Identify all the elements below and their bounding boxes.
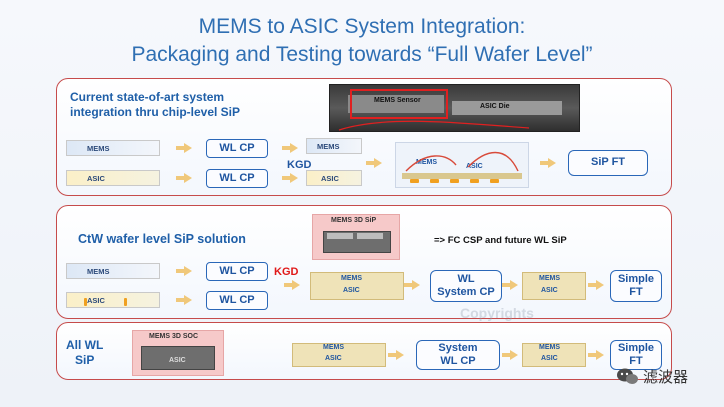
arrow-icon bbox=[404, 280, 420, 290]
arrow-icon bbox=[282, 143, 298, 153]
simple-ft-2-line1: Simple bbox=[617, 342, 655, 354]
simple-ft-button-2[interactable]: Simple FT bbox=[610, 340, 662, 370]
ctw-final-stack: MEMS ASIC bbox=[522, 272, 586, 300]
wl-cp-button-2[interactable]: WL CP bbox=[206, 169, 268, 188]
simple-ft-line2: FT bbox=[629, 286, 643, 298]
sip-ft-button[interactable]: SiP FT bbox=[568, 150, 648, 176]
slide-title-line1: MEMS to ASIC System Integration: bbox=[198, 15, 526, 38]
mems-wafer-chip: MEMS bbox=[66, 263, 160, 279]
package-asic-label: ASIC bbox=[466, 163, 483, 170]
kgd-label: KGD bbox=[287, 159, 312, 171]
wl-system-cp-line1: WL bbox=[457, 273, 475, 285]
system-wl-cp-line2: WL CP bbox=[440, 355, 476, 367]
all-wl-stacked-wafer: MEMS ASIC bbox=[292, 343, 386, 367]
photo-mems-label: MEMS Sensor bbox=[374, 97, 421, 104]
arrow-icon bbox=[588, 350, 604, 360]
stack-mems-label: MEMS bbox=[341, 275, 362, 282]
kgd-asic-chip: ASIC bbox=[306, 170, 362, 186]
mems-3d-soc-image: MEMS 3D SOC ASIC bbox=[132, 330, 224, 376]
mems-wafer-chip: MEMS bbox=[66, 140, 160, 156]
arrow-icon bbox=[588, 280, 604, 290]
final-stack-mems-label: MEMS bbox=[539, 275, 560, 282]
panel3-heading-line1: All WL bbox=[66, 338, 104, 352]
arrow-icon bbox=[176, 143, 192, 153]
arrow-icon bbox=[176, 295, 192, 305]
arrow-icon bbox=[540, 158, 556, 168]
arrow-icon bbox=[502, 350, 518, 360]
mems-3d-sip-label: MEMS 3D SiP bbox=[331, 217, 377, 224]
panel1-heading-line1: Current state-of-art system bbox=[70, 90, 225, 104]
final-stack-asic-label: ASIC bbox=[541, 287, 558, 294]
sip-package-illustration: MEMS ASIC bbox=[395, 142, 529, 188]
ctw-stacked-wafer: MEMS ASIC bbox=[310, 272, 404, 300]
system-wl-cp-button[interactable]: System WL CP bbox=[416, 340, 500, 370]
red-annotation-curve bbox=[338, 120, 530, 131]
wl-cp-button-1[interactable]: WL CP bbox=[206, 139, 268, 158]
wl-system-cp-button[interactable]: WL System CP bbox=[430, 270, 502, 302]
system-wl-cp-line1: System bbox=[438, 342, 478, 354]
arrow-icon bbox=[388, 350, 404, 360]
asic-wafer-chip: ASIC bbox=[66, 292, 160, 308]
mems-3d-soc-asic: ASIC bbox=[169, 357, 186, 364]
arrow-icon bbox=[282, 173, 298, 183]
stack-asic-label: ASIC bbox=[343, 287, 360, 294]
all-wl-final-mems: MEMS bbox=[539, 344, 560, 351]
arrow-icon bbox=[366, 158, 382, 168]
arrow-icon bbox=[176, 173, 192, 183]
panel2-heading: CtW wafer level SiP solution bbox=[78, 232, 246, 246]
panel1-heading-line2: integration thru chip-level SiP bbox=[70, 105, 241, 119]
mems-3d-soc-label: MEMS 3D SOC bbox=[149, 333, 199, 340]
arrow-icon bbox=[502, 280, 518, 290]
mems-highlight-box bbox=[350, 89, 448, 119]
mems-3d-sip-image: MEMS 3D SiP bbox=[312, 214, 400, 260]
all-wl-final-stack: MEMS ASIC bbox=[522, 343, 586, 367]
wechat-icon bbox=[617, 368, 638, 384]
all-wl-stack-asic: ASIC bbox=[325, 355, 342, 362]
photo-asic-label: ASIC Die bbox=[480, 103, 510, 110]
brand-name: 滤波器 bbox=[643, 368, 689, 386]
simple-ft-line1: Simple bbox=[617, 273, 655, 285]
simple-ft-2-line2: FT bbox=[629, 355, 643, 367]
all-wl-stack-mems: MEMS bbox=[323, 344, 344, 351]
copyright-watermark: Copyrights bbox=[460, 305, 534, 321]
all-wl-final-asic: ASIC bbox=[541, 355, 558, 362]
panel3-heading-line2: SiP bbox=[75, 353, 95, 367]
kgd-label: KGD bbox=[274, 266, 299, 278]
arrow-icon bbox=[176, 266, 192, 276]
wl-cp-button-3[interactable]: WL CP bbox=[206, 262, 268, 281]
fc-csp-note: => FC CSP and future WL SiP bbox=[434, 235, 567, 246]
arrow-icon bbox=[284, 280, 300, 290]
simple-ft-button-1[interactable]: Simple FT bbox=[610, 270, 662, 302]
asic-wafer-chip: ASIC bbox=[66, 170, 160, 186]
package-mems-label: MEMS bbox=[416, 159, 437, 166]
wl-cp-button-4[interactable]: WL CP bbox=[206, 291, 268, 310]
slide-title-line2: Packaging and Testing towards “Full Wafe… bbox=[131, 43, 593, 66]
wl-system-cp-line2: System CP bbox=[437, 286, 495, 298]
kgd-mems-chip: MEMS bbox=[306, 138, 362, 154]
